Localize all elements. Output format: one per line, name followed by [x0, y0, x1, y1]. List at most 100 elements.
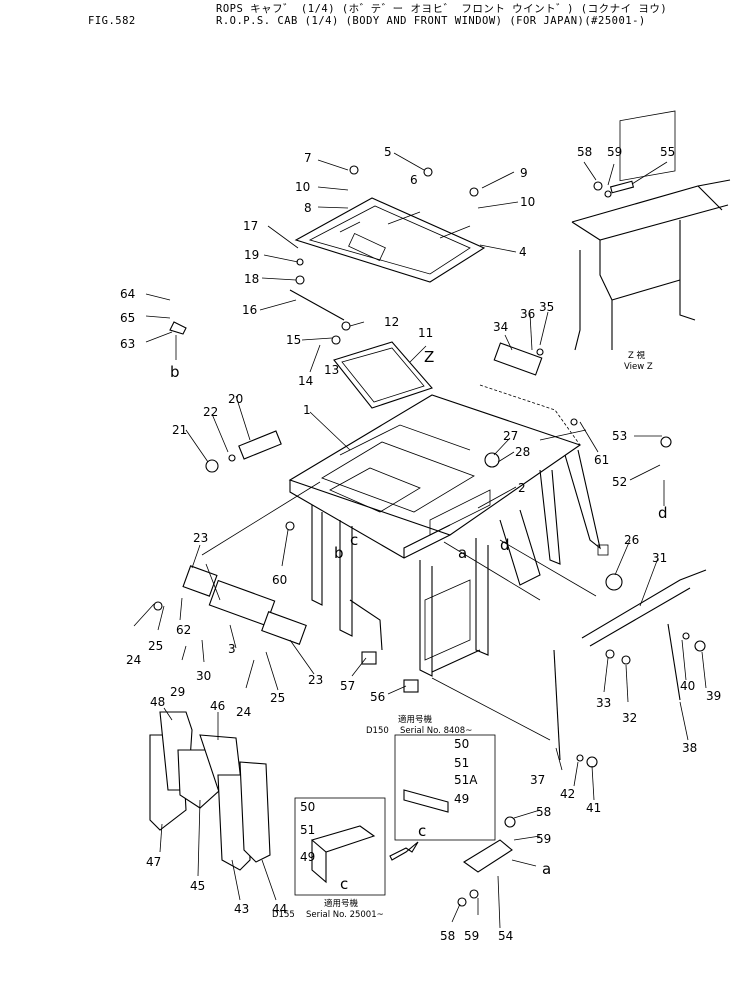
letter: b	[334, 544, 344, 562]
label: 22	[203, 405, 218, 419]
label: 58	[536, 805, 551, 819]
label: 53	[612, 429, 627, 443]
label: 45	[190, 879, 205, 893]
label: 18	[244, 272, 259, 286]
letter: c	[340, 875, 348, 893]
label: 25	[270, 691, 285, 705]
label: 48	[150, 695, 165, 709]
inset-bottom-serial: Serial No. 25001~	[306, 910, 384, 920]
label: 20	[228, 392, 243, 406]
label: 10	[520, 195, 535, 209]
leader-lines	[133, 152, 707, 929]
view-z-cab	[571, 110, 731, 351]
label: 16	[242, 303, 257, 317]
cab-body	[288, 384, 609, 677]
inset-top-caption: 適用号機 D150 Serial No. 8408~	[366, 714, 472, 736]
label: 47	[146, 855, 161, 869]
label: 42	[560, 787, 575, 801]
letter: c	[350, 531, 358, 549]
label: 33	[596, 696, 611, 710]
label: 19	[244, 248, 259, 262]
label: 5	[384, 145, 392, 159]
inset-top-model: D150	[366, 726, 389, 736]
letter: b	[170, 363, 180, 381]
title-english: R.O.P.S. CAB (1/4) (BODY AND FRONT WINDO…	[216, 15, 646, 27]
letter: d	[500, 536, 510, 554]
label: 58	[440, 929, 455, 943]
roof-plate	[294, 197, 486, 283]
label: 1	[303, 403, 311, 417]
inset-bottom-caption: 適用号機 D155 Serial No. 25001~	[272, 898, 384, 920]
letter: Z	[424, 348, 434, 366]
label: 49	[300, 850, 315, 864]
title-japanese: ROPS キャフ゛ (1/4) (ホ゛テ゛ー オヨヒ゛ フロント ウイント゛) …	[216, 3, 668, 15]
label: 6	[410, 173, 418, 187]
label: 12	[384, 315, 399, 329]
label: 23	[308, 673, 323, 687]
letter: a	[458, 544, 467, 562]
rods-and-hardware	[153, 165, 707, 907]
inset-top-jp: 適用号機	[398, 714, 433, 725]
view-z-en: View Z	[624, 362, 653, 372]
label: 58	[577, 145, 592, 159]
label: 50	[300, 800, 315, 814]
label: 51A	[454, 773, 478, 787]
label: 41	[586, 801, 601, 815]
label: 30	[196, 669, 211, 683]
label: 59	[464, 929, 479, 943]
label: 62	[176, 623, 191, 637]
label: 13	[324, 363, 339, 377]
label: 27	[503, 429, 518, 443]
letter: c	[418, 822, 426, 840]
label: 40	[680, 679, 695, 693]
label: 24	[236, 705, 251, 719]
label: 8	[304, 201, 312, 215]
label: 25	[148, 639, 163, 653]
label: 59	[536, 832, 551, 846]
label: 10	[295, 180, 310, 194]
view-z-jp: Z 視	[628, 350, 646, 361]
label: 54	[498, 929, 513, 943]
label: 56	[370, 690, 385, 704]
figure-number: FIG.582	[88, 15, 136, 27]
inset-bottom-jp: 適用号機	[324, 898, 359, 909]
label: 35	[539, 300, 554, 314]
label: 38	[682, 741, 697, 755]
label: 17	[243, 219, 258, 233]
inset-bottom-model: D155	[272, 910, 295, 920]
label: 43	[234, 902, 249, 916]
label: 39	[706, 689, 721, 703]
label: 2	[518, 481, 526, 495]
letter: a	[542, 860, 551, 878]
label: 52	[612, 475, 627, 489]
letter: d	[658, 504, 668, 522]
inset-top-serial: Serial No. 8408~	[400, 726, 472, 736]
label: 31	[652, 551, 667, 565]
label: 14	[298, 374, 313, 388]
label: 64	[120, 287, 135, 301]
label: 59	[607, 145, 622, 159]
label: 46	[210, 699, 225, 713]
label: 15	[286, 333, 301, 347]
inset-frames	[294, 734, 496, 896]
label: 51	[300, 823, 315, 837]
label: 4	[519, 245, 527, 259]
window-panes	[149, 711, 271, 871]
label: 36	[520, 307, 535, 321]
label: 65	[120, 311, 135, 325]
hatch-frame	[333, 341, 433, 409]
label: 24	[126, 653, 141, 667]
label: 32	[622, 711, 637, 725]
label: 28	[515, 445, 530, 459]
view-z-caption: Z 視 View Z	[624, 350, 653, 372]
label: 51	[454, 756, 469, 770]
label: 21	[172, 423, 187, 437]
label: 3	[228, 642, 236, 656]
label: 9	[520, 166, 528, 180]
label: 29	[170, 685, 185, 699]
part-number-labels: 1 2 3 4 5 6 7 8 9 10 10 11 12 13 14 15 1…	[120, 145, 721, 943]
label: 49	[454, 792, 469, 806]
label: 37	[530, 773, 545, 787]
label: 7	[304, 151, 312, 165]
label: 60	[272, 573, 287, 587]
